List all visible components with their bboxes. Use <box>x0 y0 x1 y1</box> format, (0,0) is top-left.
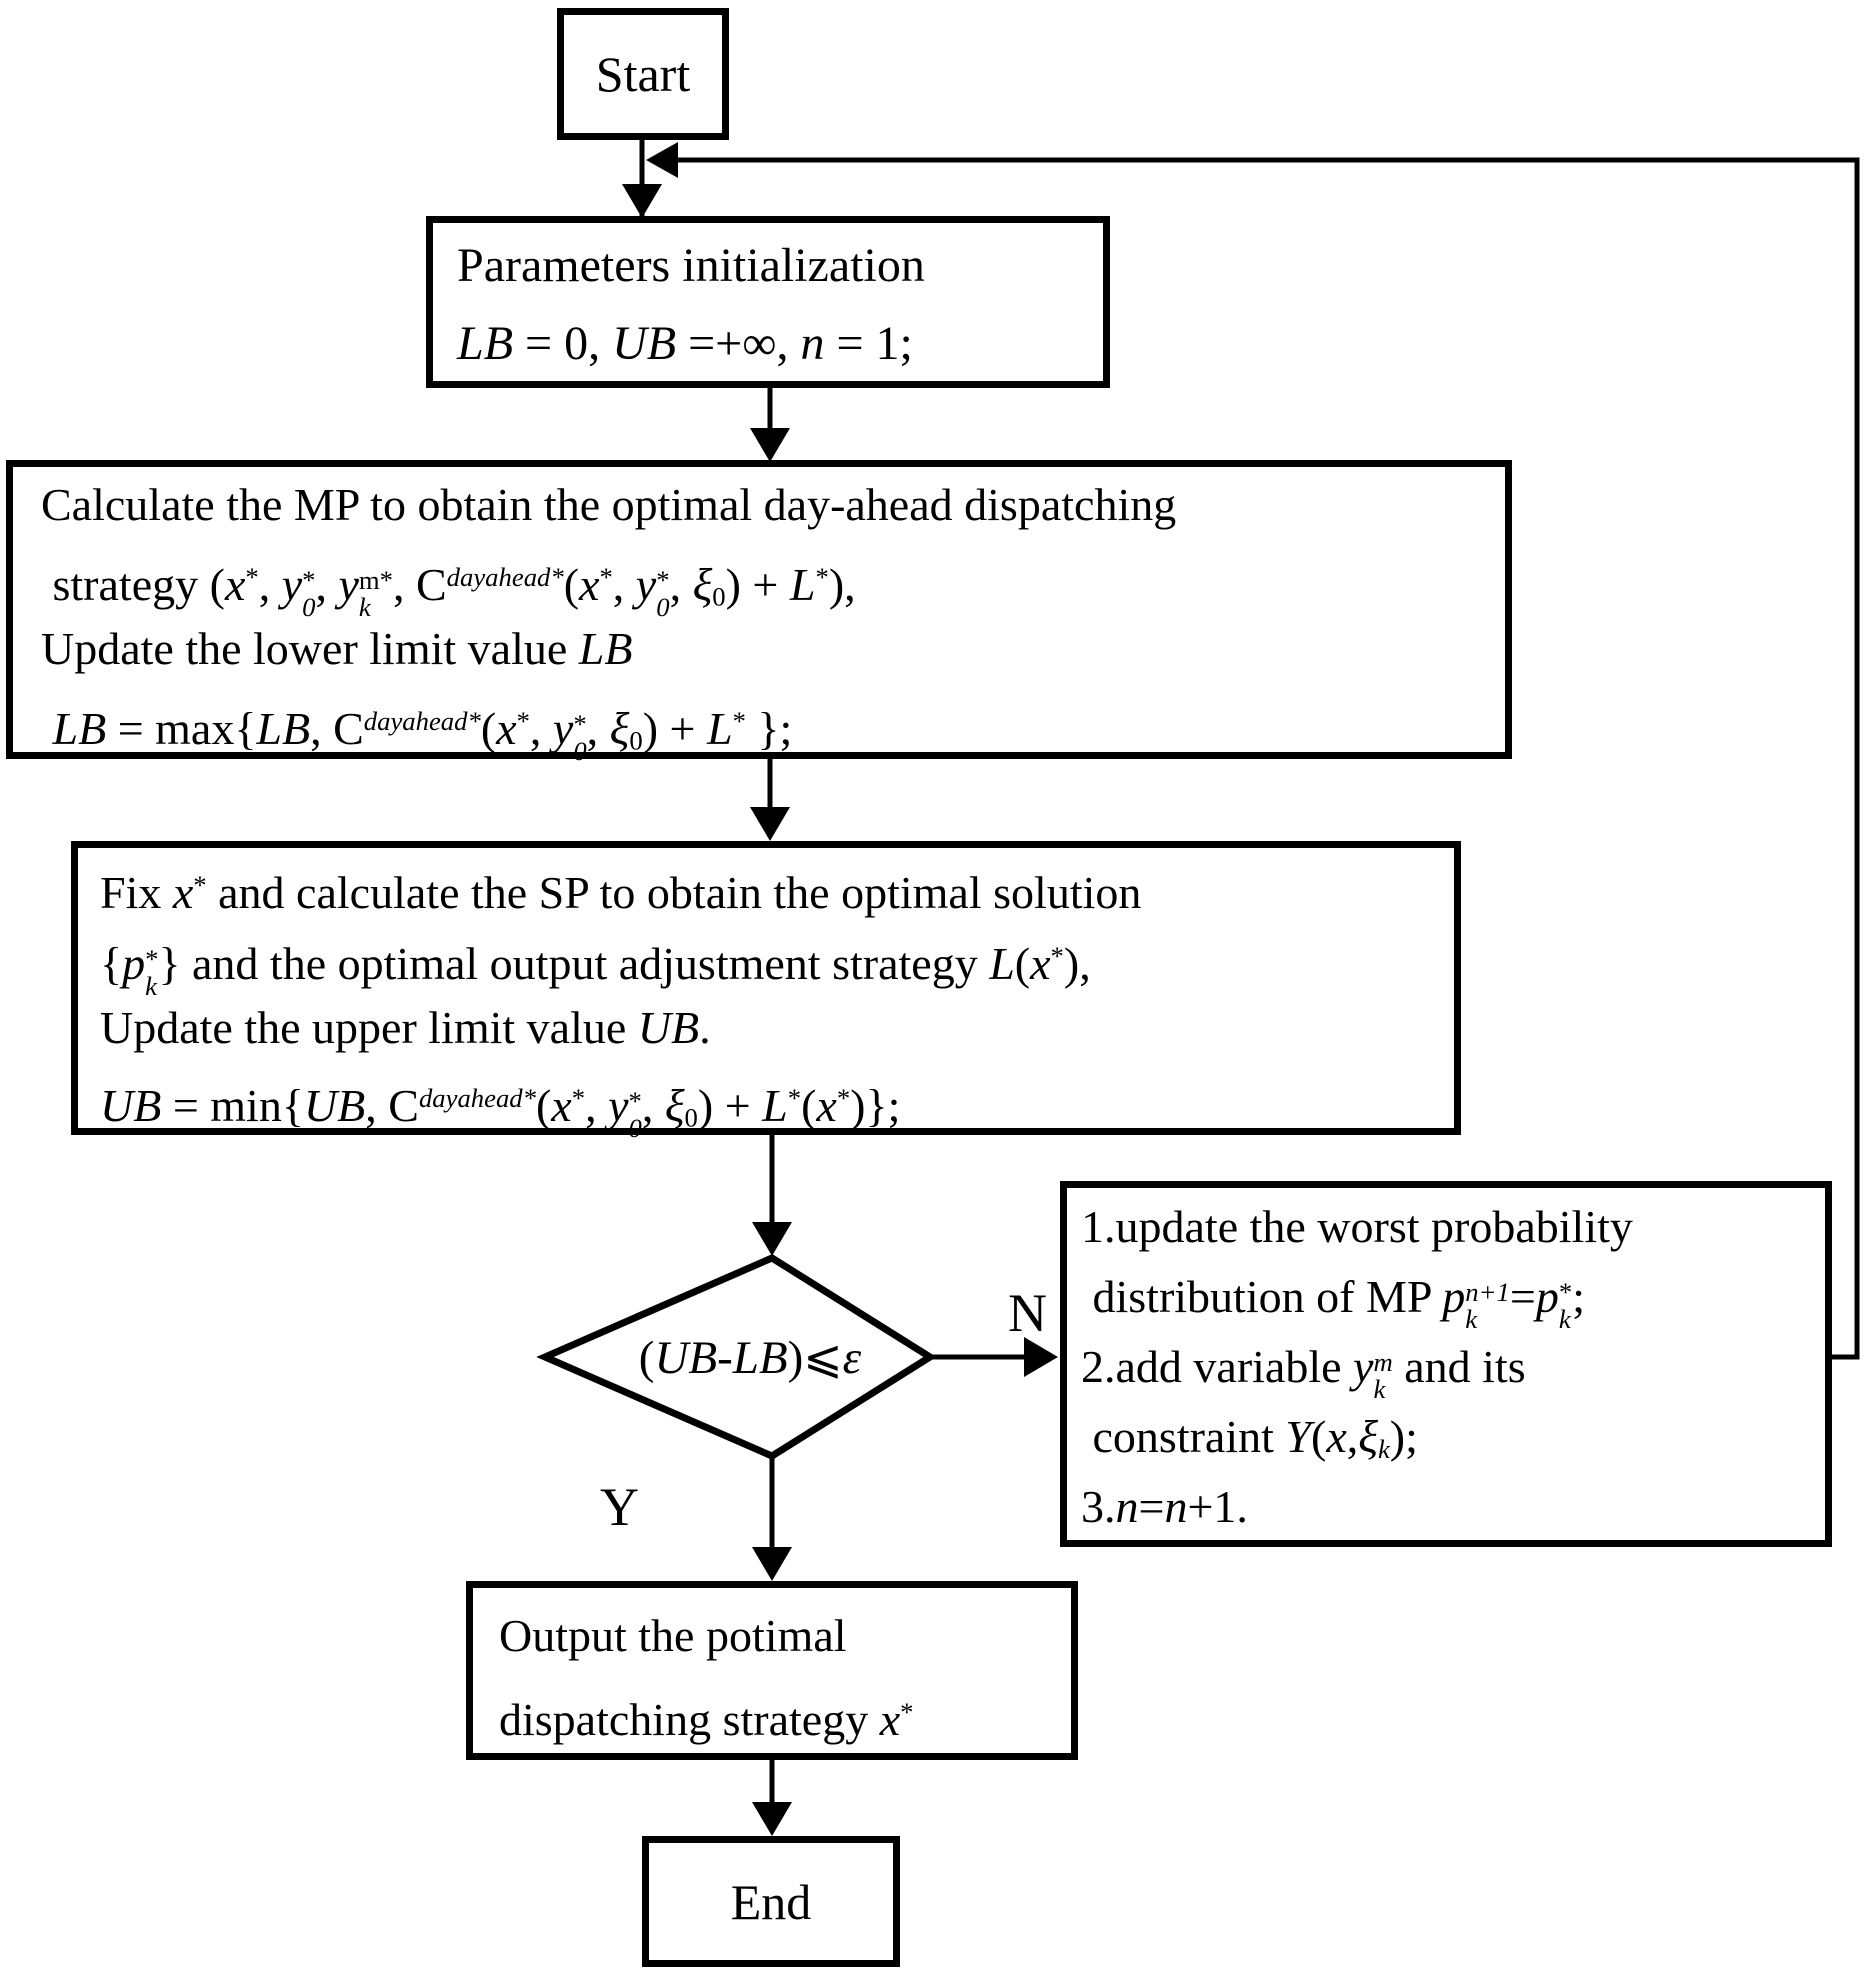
arrowhead-into-params <box>622 184 662 218</box>
arrowhead-feedback-left <box>646 142 678 178</box>
params-line: LB = 0, UB =+∞, n = 1; <box>457 317 913 370</box>
params-node: Parameters initialization LB = 0, UB =+∞… <box>426 216 1110 388</box>
mp-line: Calculate the MP to obtain the optimal d… <box>41 479 1177 530</box>
start-label: Start <box>595 46 691 102</box>
mp-line: Update the lower limit value LB <box>41 623 633 674</box>
decision-no-label: N <box>1008 1283 1047 1343</box>
sp-line: UB = min{UB, Cdayahead*(x*, y*0, ξ0) + L… <box>100 1079 901 1143</box>
end-node: End <box>642 1836 900 1967</box>
loop-line: 1.update the worst probability <box>1081 1201 1633 1252</box>
end-label: End <box>730 1873 812 1930</box>
output-line: dispatching strategy x* <box>499 1693 914 1745</box>
connector-feedback-loop <box>676 157 1860 1360</box>
arrowhead-into-mp <box>750 428 790 462</box>
arrowhead-into-sp <box>750 807 790 841</box>
mp-line: LB = max{LB, Cdayahead*(x*, y*0, ξ0) + L… <box>52 702 793 766</box>
mp-node: Calculate the MP to obtain the optimal d… <box>6 460 1512 766</box>
start-node: Start <box>557 8 729 140</box>
sp-line: {p*k} and the optimal output adjustment … <box>100 937 1091 1001</box>
arrowhead-into-decision <box>752 1222 792 1256</box>
arrowhead-into-end <box>752 1802 792 1836</box>
sp-node: Fix x* and calculate the SP to obtain th… <box>71 841 1461 1143</box>
decision-condition: (UB-LB)⩽ε <box>638 1332 862 1384</box>
output-node: Output the potimal dispatching strategy … <box>466 1581 1078 1760</box>
output-line: Output the potimal <box>499 1610 847 1661</box>
sp-line: Fix x* and calculate the SP to obtain th… <box>100 866 1142 918</box>
decision-yes-label: Y <box>600 1477 639 1537</box>
params-line: Parameters initialization <box>457 239 925 292</box>
loop-line: 3.n=n+1. <box>1081 1481 1248 1532</box>
arrowhead-into-loop <box>1024 1337 1058 1377</box>
sp-line: Update the upper limit value UB. <box>100 1002 711 1053</box>
loop-line: constraint Y(x,ξk); <box>1081 1411 1418 1464</box>
arrowhead-into-output <box>752 1547 792 1581</box>
loop-node: 1.update the worst probability distribut… <box>1060 1181 1832 1547</box>
